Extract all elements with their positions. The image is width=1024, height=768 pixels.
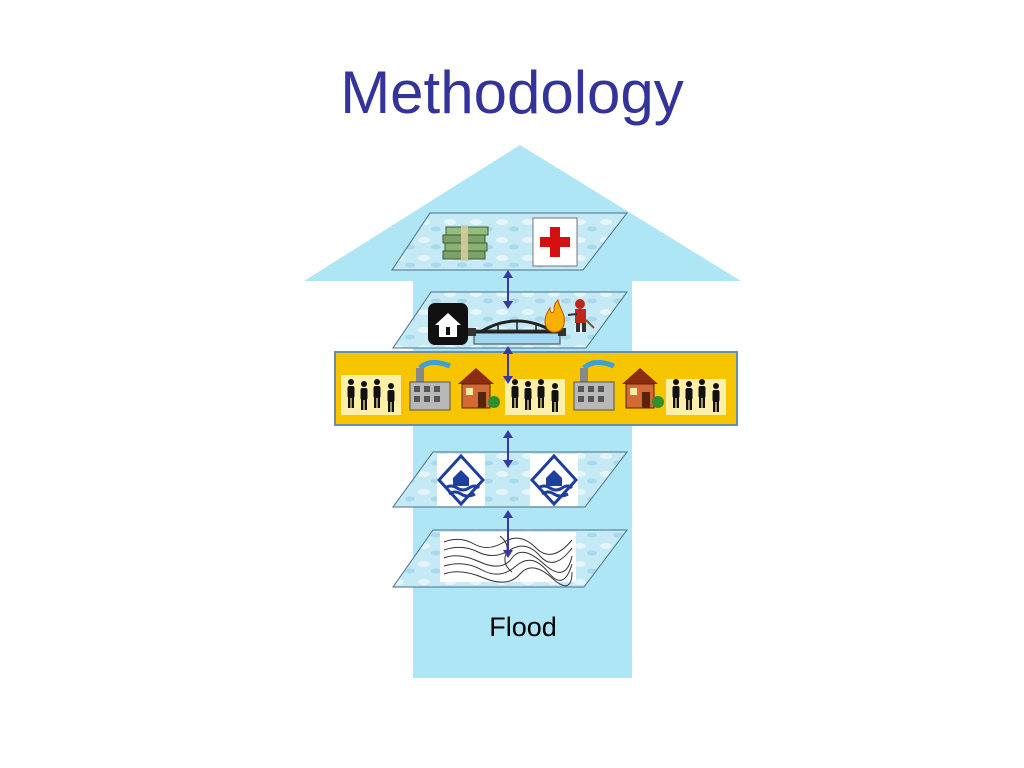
house-icon (458, 368, 500, 409)
money-stack-icon (442, 225, 489, 261)
connector-2-1 (503, 510, 513, 558)
bridge-icon (468, 319, 566, 345)
firefighter-icon (567, 299, 595, 332)
layer-2 (392, 451, 629, 508)
flooded-house-sign-icon (436, 453, 486, 507)
connectors (503, 270, 513, 558)
factory-icon (409, 360, 451, 411)
connector-5-4 (503, 270, 513, 309)
house-icon (622, 368, 664, 409)
factory-icon (573, 360, 615, 411)
fire-icon (544, 298, 565, 333)
layer-5 (391, 212, 629, 271)
house-info-icon (428, 303, 468, 345)
first-aid-cross-icon (532, 217, 578, 267)
flood-label: Flood (489, 612, 557, 642)
layer-3-band (334, 351, 738, 426)
connector-3-2 (503, 430, 513, 468)
flooded-house-sign-icon (529, 453, 579, 507)
slide-title: Methodology (340, 59, 684, 126)
connector-4-3 (503, 346, 513, 384)
layer-4 (392, 291, 628, 349)
